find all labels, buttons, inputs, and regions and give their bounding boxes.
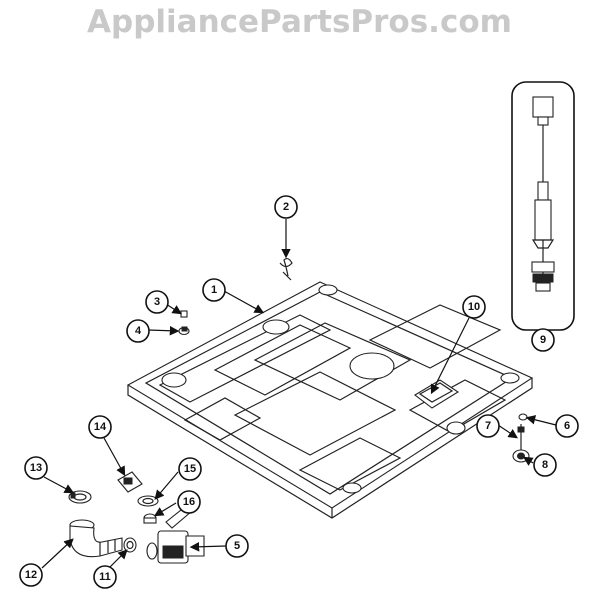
svg-text:4: 4 [135,325,142,337]
leveling-leg [512,413,530,463]
svg-text:6: 6 [564,420,570,432]
svg-text:11: 11 [99,571,111,583]
callout-16: 16 [177,490,201,514]
svg-text:7: 7 [485,420,491,432]
svg-text:12: 12 [25,569,37,581]
svg-text:14: 14 [94,421,107,433]
small-cap [143,513,157,524]
callout-2: 2 [274,195,298,219]
coupling [117,471,143,493]
callout-12: 12 [19,563,43,587]
callout-14: 14 [88,415,112,439]
svg-text:16: 16 [183,496,195,508]
svg-text:10: 10 [468,301,480,313]
svg-text:1: 1 [211,284,217,296]
callout-8: 8 [533,453,557,477]
svg-text:3: 3 [154,296,160,308]
callout-15: 15 [178,457,202,481]
callout-11: 11 [93,565,117,589]
callout-13: 13 [24,456,48,480]
leader-lines [41,219,557,569]
callout-7: 7 [476,414,500,438]
svg-text:8: 8 [542,459,548,471]
base-pan [126,281,534,519]
drain-pump [146,505,205,564]
svg-text:2: 2 [283,201,289,213]
elbow-hose [69,519,123,558]
callout-10: 10 [462,295,486,319]
hose-clamp [123,537,137,553]
svg-text:5: 5 [234,540,240,552]
site-watermark: AppliancePartsPros.com [87,4,512,40]
svg-text:15: 15 [184,463,196,475]
callout-3: 3 [145,290,169,314]
callout-9: 9 [531,328,555,352]
callout-6: 6 [555,414,579,438]
callout-1: 1 [202,278,226,302]
clamp-ring [68,490,92,504]
callout-4: 4 [126,319,150,343]
svg-text:9: 9 [540,334,546,346]
callout-5: 5 [225,534,249,558]
screw-nut-parts [178,310,190,336]
svg-text:13: 13 [30,462,42,474]
inset-box-part-9 [511,81,575,331]
clip-part [279,257,293,281]
gasket [137,495,159,507]
